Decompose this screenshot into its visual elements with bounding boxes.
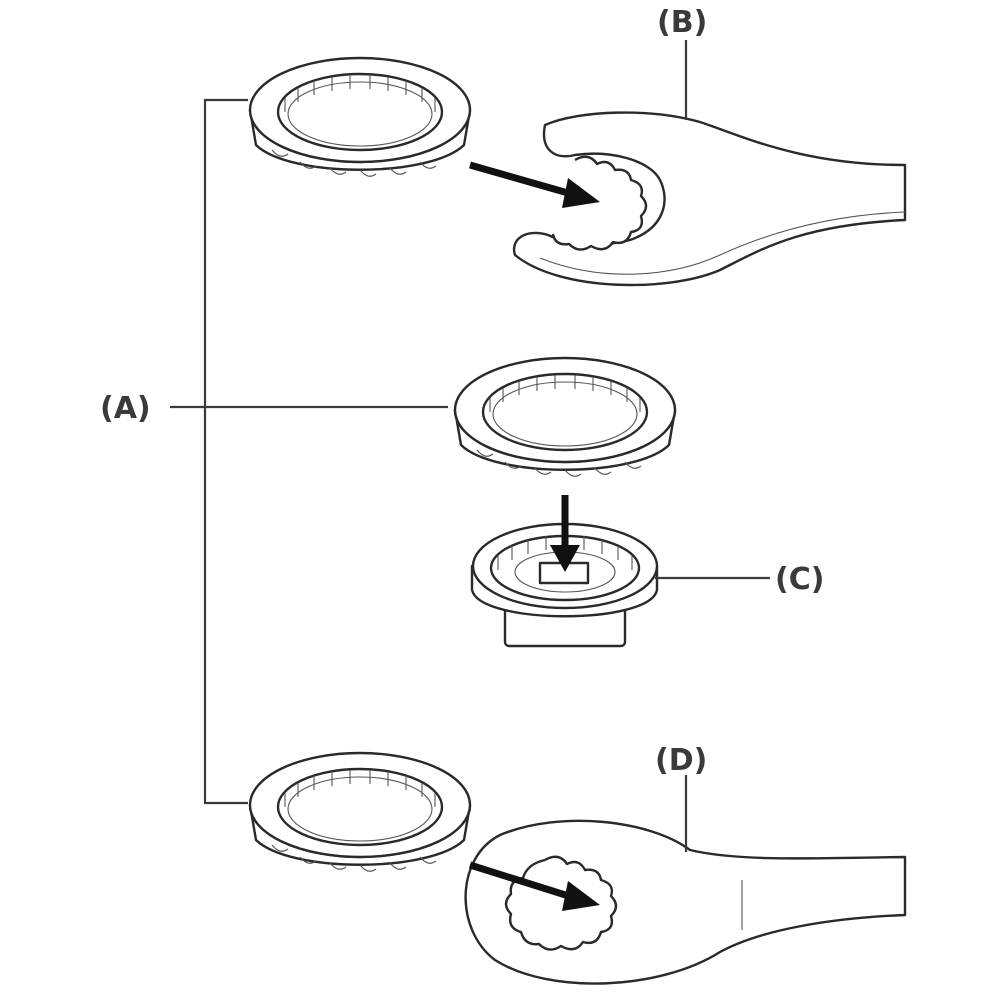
lock-ring-middle <box>453 356 677 478</box>
label-d: (D) <box>655 743 707 778</box>
label-c: (C) <box>775 562 824 597</box>
leader-lines <box>655 40 770 852</box>
wrench-d <box>464 819 907 985</box>
wrench-b <box>512 111 907 287</box>
label-a: (A) <box>100 391 151 426</box>
label-b: (B) <box>657 5 707 40</box>
arrow-to-tool-c <box>550 495 580 572</box>
arrow-to-wrench-d <box>468 861 600 911</box>
bracket-a <box>170 98 448 805</box>
lock-ring-top <box>248 56 472 178</box>
arrow-to-wrench-b <box>469 161 600 208</box>
lock-ring-bottom <box>248 751 472 873</box>
